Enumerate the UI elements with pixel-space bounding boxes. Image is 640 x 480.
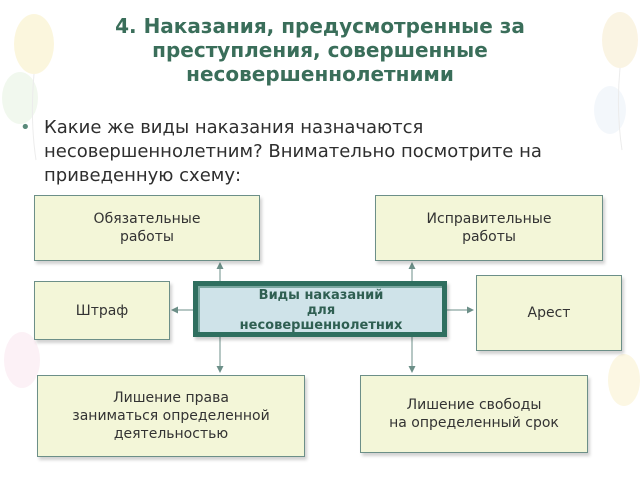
bullet-icon: • (20, 117, 31, 138)
box-fine: Штраф (34, 281, 170, 340)
box-deprivation-of-right: Лишение права заниматься определенной де… (37, 375, 305, 457)
slide-title: 4. Наказания, предусмотренные за преступ… (115, 14, 525, 86)
center-box: Виды наказаний для несовершеннолетних (193, 281, 447, 337)
bullet-point: • Какие же виды наказания назначаются не… (20, 116, 620, 188)
box-correctional-work: Исправительные работы (375, 195, 603, 261)
center-box-label: Виды наказаний для несовершеннолетних (198, 286, 442, 333)
box-imprisonment: Лишение свободы на определенный срок (360, 375, 588, 453)
box-arrest: Арест (476, 275, 622, 351)
box-mandatory-work: Обязательные работы (34, 195, 260, 261)
bullet-text: Какие же виды наказания назначаются несо… (44, 117, 542, 186)
